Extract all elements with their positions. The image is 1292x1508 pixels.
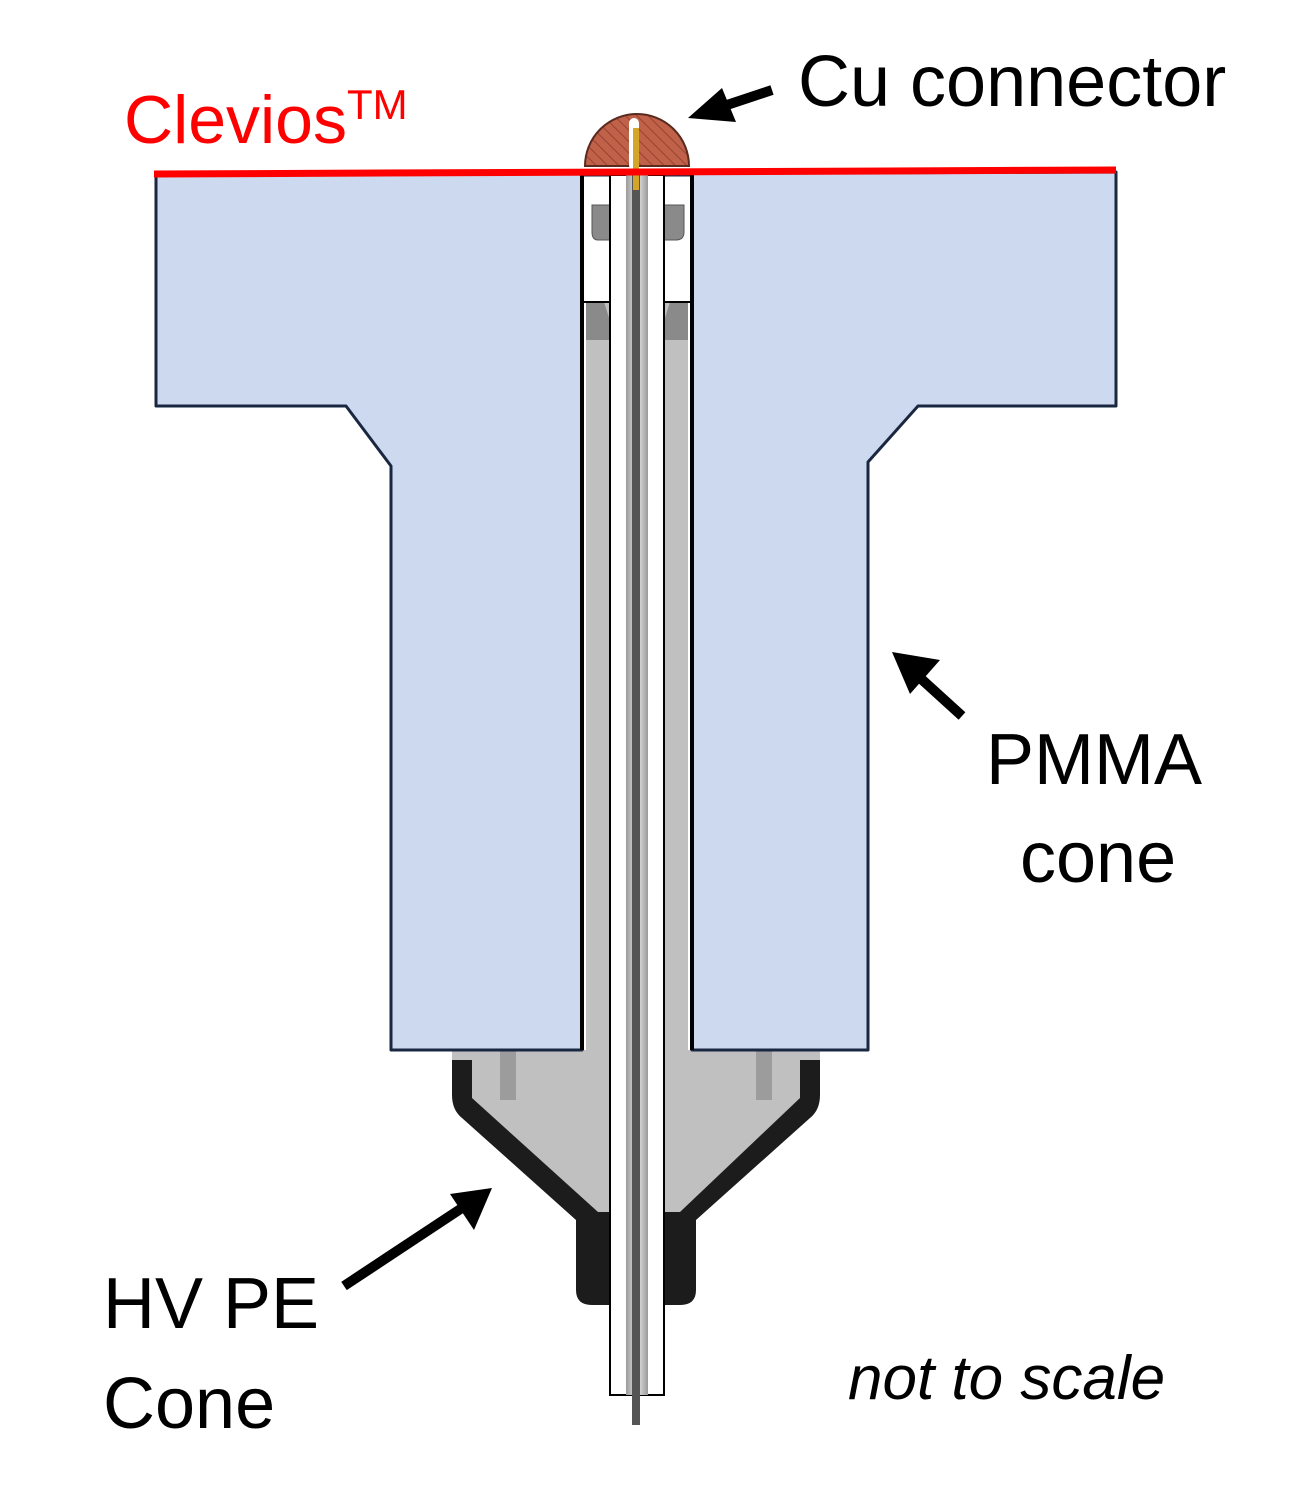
clevios-layer	[153, 166, 1117, 178]
arrow-hvpe	[341, 1188, 492, 1291]
arrow-cu	[688, 85, 774, 122]
sleeve-chamfer-left	[586, 302, 616, 340]
sleeve-chamfer-right	[658, 302, 688, 340]
gold-pin	[633, 128, 639, 190]
not-to-scale-note: not to scale	[848, 1344, 1166, 1413]
clevios-text: Clevios	[124, 82, 347, 158]
center-wire	[632, 175, 640, 1425]
hvpe-label-line2: Cone	[103, 1364, 276, 1444]
cu-connector-label: Cu connector	[798, 42, 1227, 122]
pe-screw-right	[756, 1048, 772, 1100]
pe-screw-left	[500, 1048, 516, 1100]
pmma-label-line2: cone	[1020, 818, 1177, 898]
arrow-pmma	[892, 652, 966, 720]
hvpe-label-line1: HV PE	[103, 1264, 320, 1344]
clevios-label: CleviosTM	[124, 84, 408, 155]
pmma-label-line1: PMMA	[986, 720, 1202, 800]
trademark-sup: TM	[346, 81, 408, 128]
